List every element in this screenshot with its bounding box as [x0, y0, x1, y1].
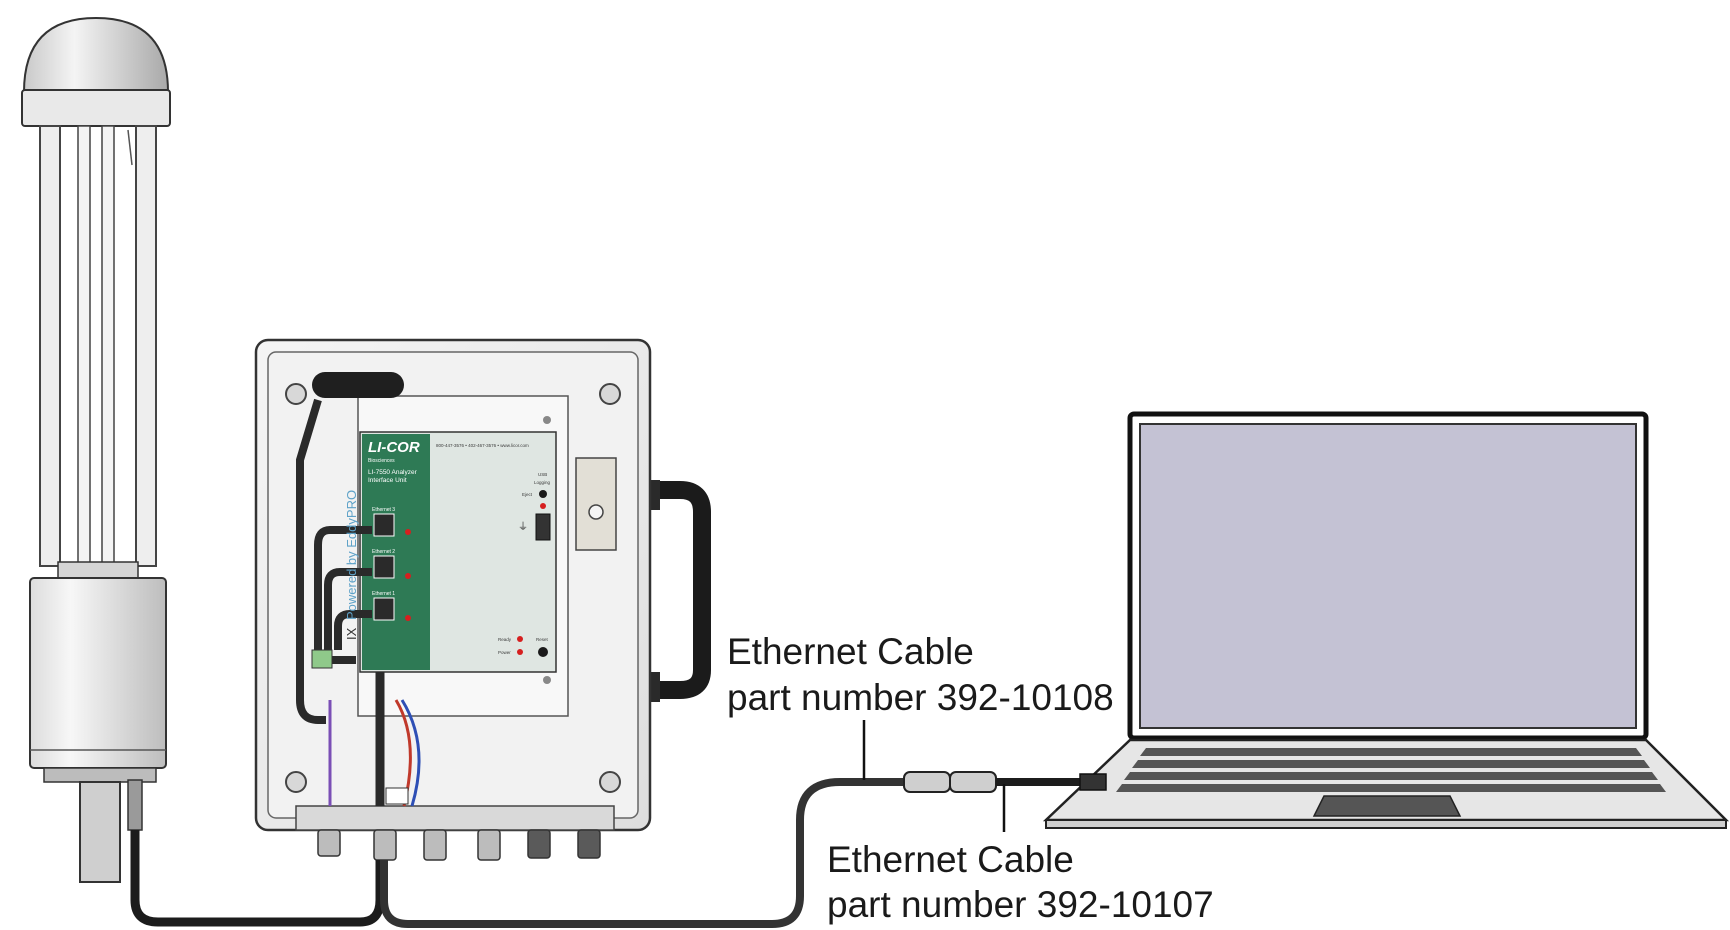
gas-analyzer [21, 16, 171, 883]
contact-line: 800-447-3576 • 402-467-3576 • www.licor.… [436, 443, 529, 448]
ready-label: Ready [498, 637, 512, 642]
laptop-keyboard [1116, 748, 1666, 792]
ready-led [517, 636, 523, 642]
power-label: Power [498, 650, 511, 655]
ethernet-port-2: Ethernet 2 [372, 549, 411, 579]
usb-label-1: USB [538, 472, 547, 477]
unit-title-2: Interface Unit [368, 477, 407, 484]
cable-b-part-number: part number 392-10107 [827, 884, 1214, 925]
callout-cable-a: Ethernet Cable part number 392-10108 [727, 631, 1114, 780]
usb-icon: ⏚ [518, 521, 528, 533]
port-label: Ethernet 2 [372, 549, 395, 555]
analyzer-cable [130, 830, 385, 927]
cables [130, 771, 1107, 928]
eject-button [539, 490, 547, 498]
port-label: Ethernet 3 [372, 507, 395, 513]
reset-label: Reset [536, 637, 549, 642]
ethernet-cable-392-10108 [380, 778, 906, 928]
laptop [1042, 411, 1730, 829]
cable-a-title: Ethernet Cable [727, 631, 974, 672]
usb-led [540, 503, 546, 509]
laptop-ethernet-plug [1079, 773, 1107, 791]
eject-label: Eject [522, 492, 533, 497]
usb-port [535, 513, 551, 541]
ethernet-port-1: Ethernet 1 [372, 591, 411, 621]
brand-subtitle: Biosciences [368, 458, 395, 464]
interface-panel: LI-COR Biosciences 800-447-3576 • 402-46… [344, 439, 551, 657]
laptop-trackpad [1312, 795, 1462, 817]
side-text-left: IX [344, 627, 359, 640]
ethernet-port-3: Ethernet 3 [372, 507, 411, 537]
usb-label-2: Logging [534, 480, 551, 485]
port-label: Ethernet 1 [372, 591, 395, 597]
cable-b-title: Ethernet Cable [827, 839, 1074, 880]
cable-coupler [903, 771, 951, 793]
eddypro-badge: Powered by EddyPRO [344, 490, 359, 620]
callout-cable-b: Ethernet Cable part number 392-10107 [827, 784, 1214, 925]
power-led [517, 649, 523, 655]
cable-a-part-number: part number 392-10108 [727, 677, 1114, 718]
laptop-screen [1139, 423, 1637, 729]
brand-logo: LI-COR [368, 439, 420, 456]
unit-title-1: LI-7550 Analyzer [368, 469, 418, 476]
enclosure [254, 338, 711, 861]
reset-button [538, 647, 548, 657]
